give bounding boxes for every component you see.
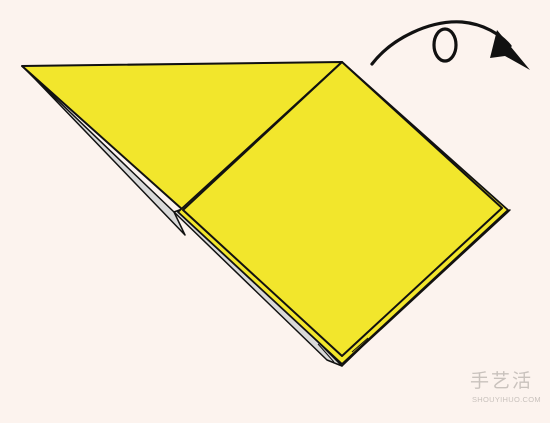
turn-over-arrow-icon [370,20,530,70]
crease-mark-left [317,343,335,363]
watermark-chinese: 手艺活 [470,370,534,392]
front-square-flap [182,61,503,357]
crease-mark-right [351,337,369,353]
watermark-english: SHOUYIHUO.COM [472,395,541,404]
